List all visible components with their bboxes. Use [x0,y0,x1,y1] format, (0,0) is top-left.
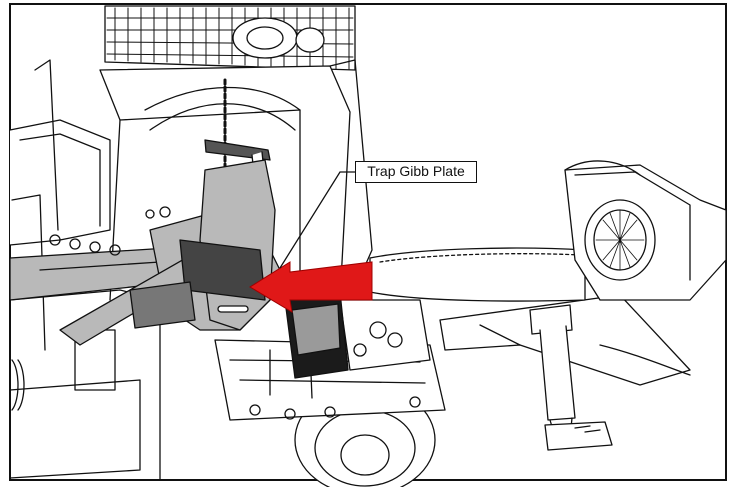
trap-gibb-plate-label: Trap Gibb Plate [355,161,477,183]
callout-leader-line [279,171,355,269]
red-arrow-icon [249,261,373,313]
machine-linework [9,5,727,492]
